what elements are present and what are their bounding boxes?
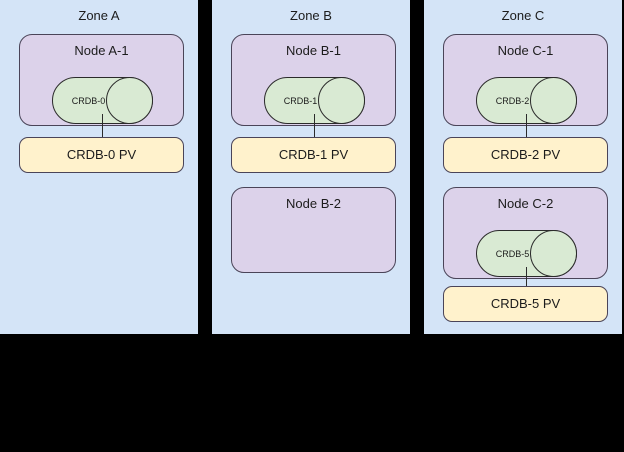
connector-node-a-1-to-crdb-0-pv — [102, 114, 103, 138]
zone-c-panel[interactable]: Zone C Node C-1 CRDB-2 CRDB-2 PV Node C-… — [424, 0, 622, 334]
crdb-1-pv-box[interactable]: CRDB-1 PV — [231, 137, 396, 173]
crdb-5-pv-label: CRDB-5 PV — [490, 296, 561, 311]
crdb-0-pv-box[interactable]: CRDB-0 PV — [19, 137, 184, 173]
node-b-1-title: Node B-1 — [286, 43, 341, 58]
crdb-1-pv-label: CRDB-1 PV — [278, 147, 349, 162]
crdb-2-pv-label: CRDB-2 PV — [490, 147, 561, 162]
node-b-2-box[interactable]: Node B-2 — [231, 187, 396, 273]
crdb-2-cylinder-icon[interactable]: CRDB-2 — [476, 77, 577, 124]
crdb-0-cylinder-icon[interactable]: CRDB-0 — [52, 77, 153, 124]
node-b-1-box[interactable]: Node B-1 CRDB-1 — [231, 34, 396, 126]
crdb-0-pv-label: CRDB-0 PV — [66, 147, 137, 162]
zone-a-title: Zone A — [78, 8, 120, 23]
connector-node-b-1-to-crdb-1-pv — [314, 114, 315, 138]
crdb-2-pv-box[interactable]: CRDB-2 PV — [443, 137, 608, 173]
zone-b-title: Zone B — [290, 8, 332, 23]
zone-c-title: Zone C — [501, 8, 545, 23]
zone-a-panel[interactable]: Zone A Node A-1 CRDB-0 CRDB-0 PV — [0, 0, 198, 334]
node-c-2-title: Node C-2 — [497, 196, 554, 211]
crdb-5-pv-box[interactable]: CRDB-5 PV — [443, 286, 608, 322]
zone-b-panel[interactable]: Zone B Node B-1 CRDB-1 CRDB-1 PV Node B-… — [212, 0, 410, 334]
node-a-1-title: Node A-1 — [74, 43, 129, 58]
node-c-2-box[interactable]: Node C-2 CRDB-5 — [443, 187, 608, 279]
node-b-2-title: Node B-2 — [286, 196, 341, 211]
node-c-1-box[interactable]: Node C-1 CRDB-2 — [443, 34, 608, 126]
connector-node-c-2-to-crdb-5-pv — [526, 267, 527, 291]
connector-node-c-1-to-crdb-2-pv — [526, 114, 527, 138]
node-c-1-title: Node C-1 — [497, 43, 554, 58]
node-a-1-box[interactable]: Node A-1 CRDB-0 — [19, 34, 184, 126]
